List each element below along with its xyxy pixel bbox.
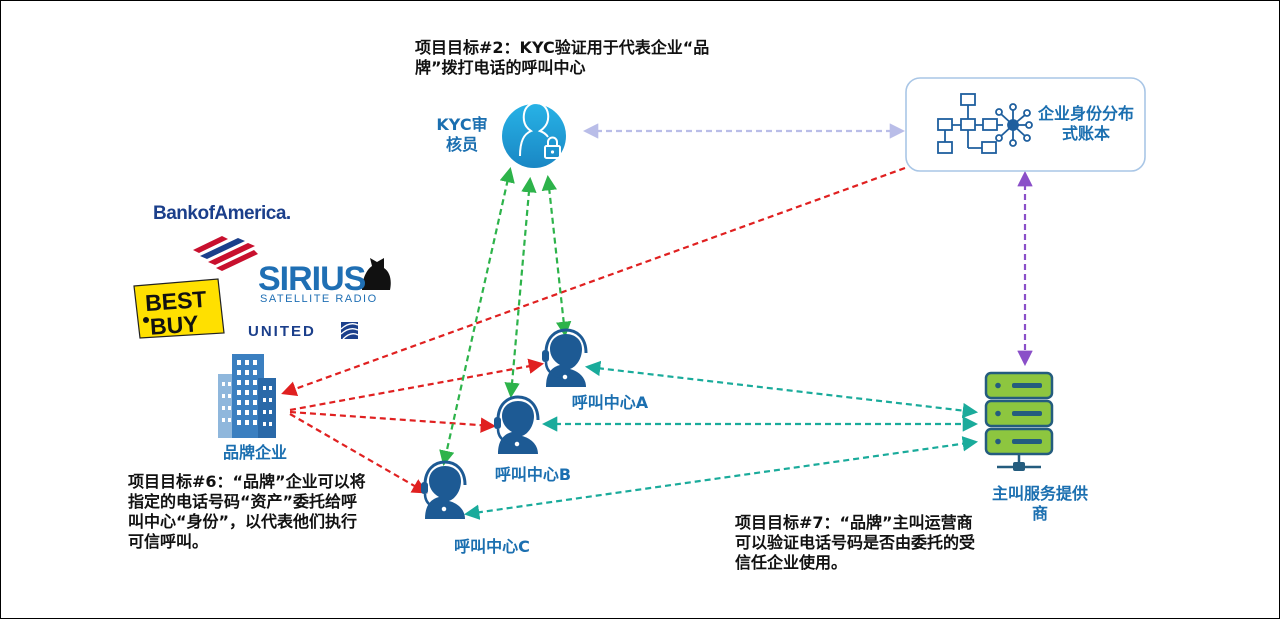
united-logo: UNITED [248,323,316,340]
ledger-label: 企业身份分布式账本 [1037,104,1134,143]
svg-text:BEST: BEST [144,286,207,316]
call-center-c-label: 呼叫中心C [454,537,530,556]
call-center-a-label: 呼叫中心A [571,393,649,412]
bank-of-america-logo: BankofAmerica. [153,203,291,224]
link-kyc-cc-c [439,166,515,467]
network-ledger-icon [937,93,1033,154]
office-building-icon [218,354,276,438]
sirius-subtitle: SATELLITE RADIO [260,293,378,305]
sirius-dog-logo [362,258,391,290]
link-cc-a-carrier [584,360,979,419]
link-kyc-cc-a [541,174,572,338]
sirius-logo: SIRIUS [258,260,366,298]
call-center-b-label: 呼叫中心B [494,465,572,484]
link-kyc-cc-b [504,176,537,399]
united-globe-logo [340,322,359,340]
brand-enterprise-label: 品牌企业 [222,443,287,462]
kyc-reviewer-label: KYC审核员 [436,115,488,154]
link-brand-cc-c [289,413,428,494]
headset-agent-icon-c [421,460,467,519]
goal-7-note: 项目目标#7：“品牌”主叫运营商可以验证电话号码是否由委托的受信任企业使用。 [735,513,976,572]
server-stack-icon [984,371,1054,471]
svg-text:BUY: BUY [149,310,199,339]
headset-agent-icon-b [494,395,540,454]
user-lock-icon [502,101,566,168]
headset-agent-icon-a [542,328,588,387]
link-ledger-brand [281,166,906,397]
carrier-label: 主叫服务提供商 [991,484,1088,523]
goal-6-note: 项目目标#6：“品牌”企业可以将指定的电话号码“资产”委托给呼叫中心“身份”，以… [128,472,366,551]
best-buy-logo: BEST BUY [133,278,225,340]
bank-of-america-flag-logo [193,236,258,271]
link-brand-cc-b [289,410,497,433]
goal-2-note: 项目目标#2：KYC验证用于代表企业“品牌”拨打电话的呼叫中心 [415,38,710,77]
link-cc-c-carrier [463,436,979,520]
